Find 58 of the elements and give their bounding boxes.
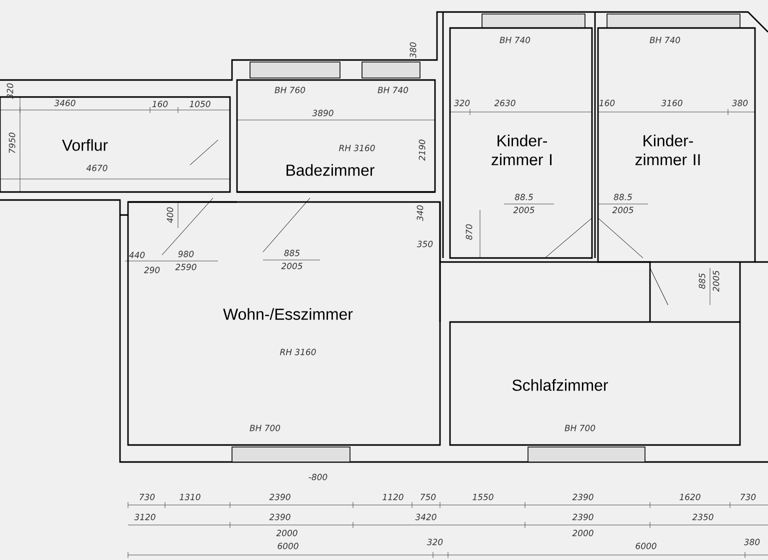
dimension-text: 1310 xyxy=(180,494,200,500)
dimension-text: 2005 xyxy=(712,270,720,292)
dimension-text: RH 3160 xyxy=(280,348,316,356)
dimension-text: 2590 xyxy=(175,264,196,270)
dimension-text: BH 740 xyxy=(650,36,680,44)
dimension-text: 3890 xyxy=(312,110,334,116)
dimension-text: -800 xyxy=(308,474,328,480)
dimension-text: 440 xyxy=(129,252,145,258)
dimension-text: 1620 xyxy=(680,494,700,500)
dimension-text: 2350 xyxy=(692,514,714,520)
dimension-text: RH 3160 xyxy=(339,144,375,152)
dimension-text: 980 xyxy=(178,250,194,258)
dimension-text: 320 xyxy=(454,100,470,106)
dimension-text: 2630 xyxy=(494,100,516,106)
dimension-text: 2390 xyxy=(572,514,594,520)
dimension-text: 380 xyxy=(744,538,760,546)
dimension-text: 730 xyxy=(140,494,155,500)
dimension-text: 88.5 xyxy=(514,194,533,200)
dimension-text: 2000 xyxy=(572,530,594,536)
dimension-text: 400 xyxy=(166,207,174,223)
dimension-text: 320 xyxy=(426,538,443,546)
dimension-text: 1550 xyxy=(472,494,494,500)
dimension-text: 340 xyxy=(416,205,424,222)
dimension-text: 2005 xyxy=(612,206,634,214)
dimension-text: 380 xyxy=(410,42,416,58)
dimension-text: 160 xyxy=(599,100,615,106)
dimension-text: 2005 xyxy=(513,206,534,214)
dimension-text: 1120 xyxy=(382,494,404,500)
dimension-text: 3160 xyxy=(661,100,682,106)
dimension-text: 160 xyxy=(152,100,168,108)
dimension-text: 6000 xyxy=(278,542,298,550)
dimension-text: BH 700 xyxy=(250,424,280,432)
dimension-text: 380 xyxy=(732,100,748,106)
dimension-text: BH 760 xyxy=(274,86,306,94)
dimension-text: 350 xyxy=(416,240,433,248)
dimension-text: 3120 xyxy=(134,514,156,520)
dimension-text: 3460 xyxy=(54,100,76,106)
dimension-text: 2005 xyxy=(281,262,302,270)
dimension-text: 2190 xyxy=(418,140,426,161)
dimension-text: BH 740 xyxy=(500,36,530,44)
dimension-text: BH 740 xyxy=(378,86,408,94)
dimension-text: 88.5 xyxy=(614,194,632,200)
dimension-text: 290 xyxy=(144,266,160,274)
dimension-text: 885 xyxy=(698,273,706,289)
dimension-text: 6000 xyxy=(636,542,656,550)
dimension-text: 2390 xyxy=(269,494,290,500)
dimension-text: 2000 xyxy=(276,530,298,536)
dimension-text: 7950 xyxy=(8,132,16,153)
dimension-text: 870 xyxy=(466,224,472,240)
dimension-text: 1050 xyxy=(190,100,210,108)
dimension-text: 2390 xyxy=(572,494,594,500)
dimension-text: BH 700 xyxy=(564,424,596,432)
dimension-text: 2390 xyxy=(269,514,290,520)
dimension-text: 4670 xyxy=(86,164,108,172)
dimension-text: 750 xyxy=(420,494,436,500)
dimension-text: 730 xyxy=(740,494,756,500)
dimension-text: 885 xyxy=(284,250,300,256)
dimension-text: 3420 xyxy=(415,514,436,520)
